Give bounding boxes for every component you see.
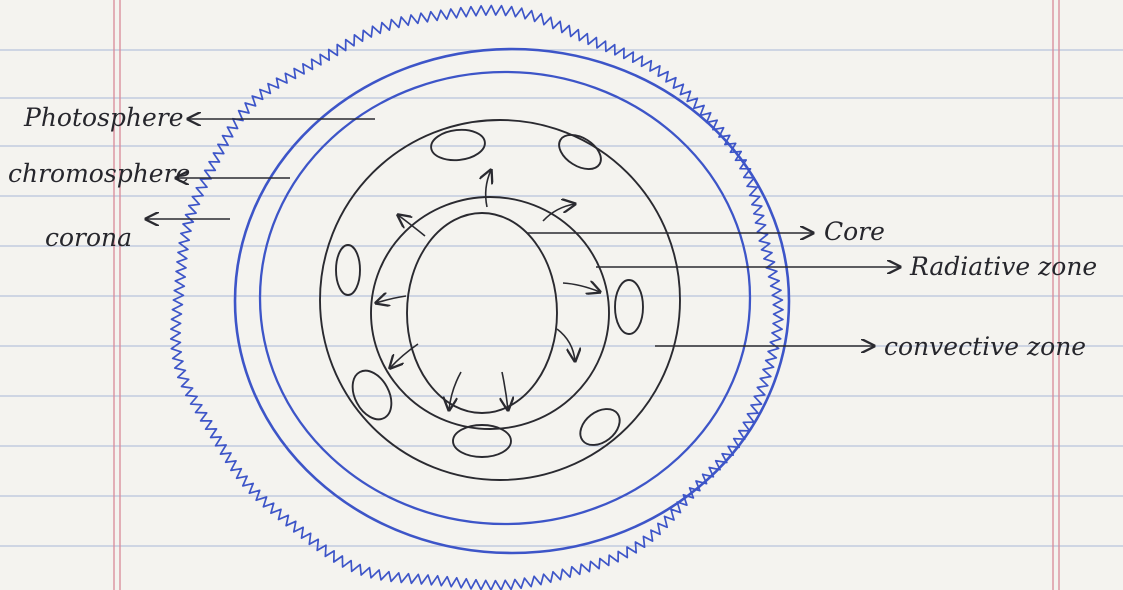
label-radiative-zone: Radiative zone [909, 252, 1097, 281]
label-photosphere: Photosphere [23, 103, 184, 132]
label-chromosphere: chromosphere [8, 159, 190, 188]
label-convective-zone: convective zone [884, 332, 1086, 361]
label-corona: corona [45, 223, 132, 252]
label-core: Core [824, 217, 885, 246]
